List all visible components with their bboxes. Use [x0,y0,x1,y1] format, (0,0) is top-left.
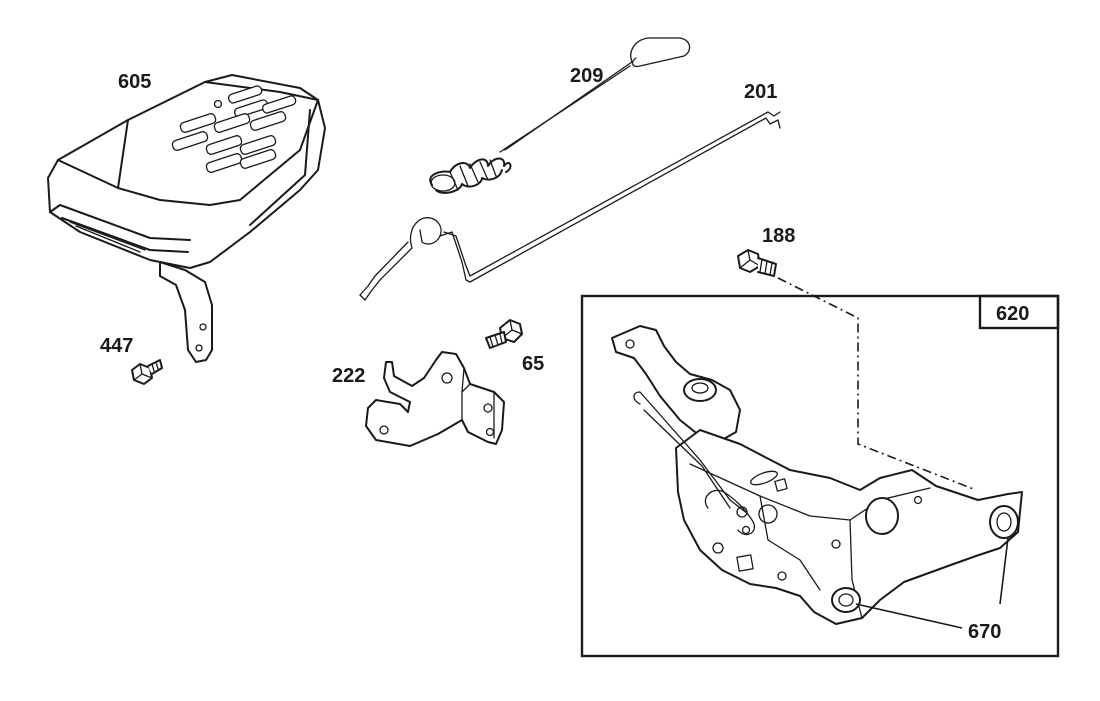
part-222-bracket [365,351,505,447]
leader-188-dashed [777,277,977,491]
label-222: 222 [332,365,365,387]
part-65-screw [485,319,523,349]
label-209: 209 [570,65,603,87]
label-65: 65 [522,353,544,375]
label-201: 201 [744,81,777,103]
leader-670-b [999,537,1009,605]
part-620-control-bracket [611,325,1023,625]
leader-670-a [855,603,963,629]
part-201-rod [359,111,781,301]
assembly-label-box [978,294,1060,330]
label-188: 188 [762,225,795,247]
part-188-bolt [737,249,777,277]
label-605: 605 [118,71,151,93]
label-620: 620 [996,303,1029,325]
vent-slots [171,85,297,173]
label-447: 447 [100,335,133,357]
label-670: 670 [968,621,1001,643]
part-447-screw [131,359,163,385]
part-209-spring [429,37,691,194]
assembly-frame-620 [580,294,1060,658]
part-605-cover [47,74,326,363]
